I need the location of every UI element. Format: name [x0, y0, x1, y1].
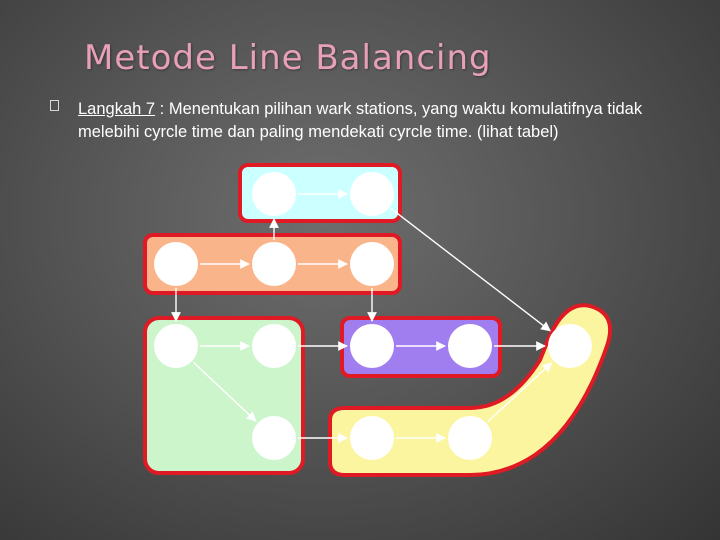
step-label: Langkah 7: [78, 100, 156, 118]
precedence-arrow-n2-n11: [390, 208, 551, 332]
task-node-n4: [252, 242, 296, 286]
task-node-n13: [448, 416, 492, 460]
task-node-n5: [350, 242, 394, 286]
precedence-arrow-n13-n11: [487, 362, 553, 423]
precedence-arrow-n6-n8: [193, 361, 257, 422]
station-yellow: [328, 303, 613, 477]
task-node-n3: [154, 242, 198, 286]
task-node-n11: [548, 324, 592, 368]
bullet-text: Langkah 7 : Menentukan pilihan wark stat…: [78, 98, 688, 144]
task-node-n12: [350, 416, 394, 460]
task-node-n10: [448, 324, 492, 368]
step-separator: :: [155, 100, 169, 118]
task-node-n7: [252, 324, 296, 368]
task-node-n6: [154, 324, 198, 368]
task-node-n2: [350, 172, 394, 216]
task-node-n8: [252, 416, 296, 460]
step-description: Menentukan pilihan wark stations, yang w…: [78, 100, 643, 141]
task-node-n1: [252, 172, 296, 216]
slide-title: Metode Line Balancing: [84, 38, 492, 78]
task-node-n9: [350, 324, 394, 368]
bullet-box-icon: [50, 100, 59, 111]
